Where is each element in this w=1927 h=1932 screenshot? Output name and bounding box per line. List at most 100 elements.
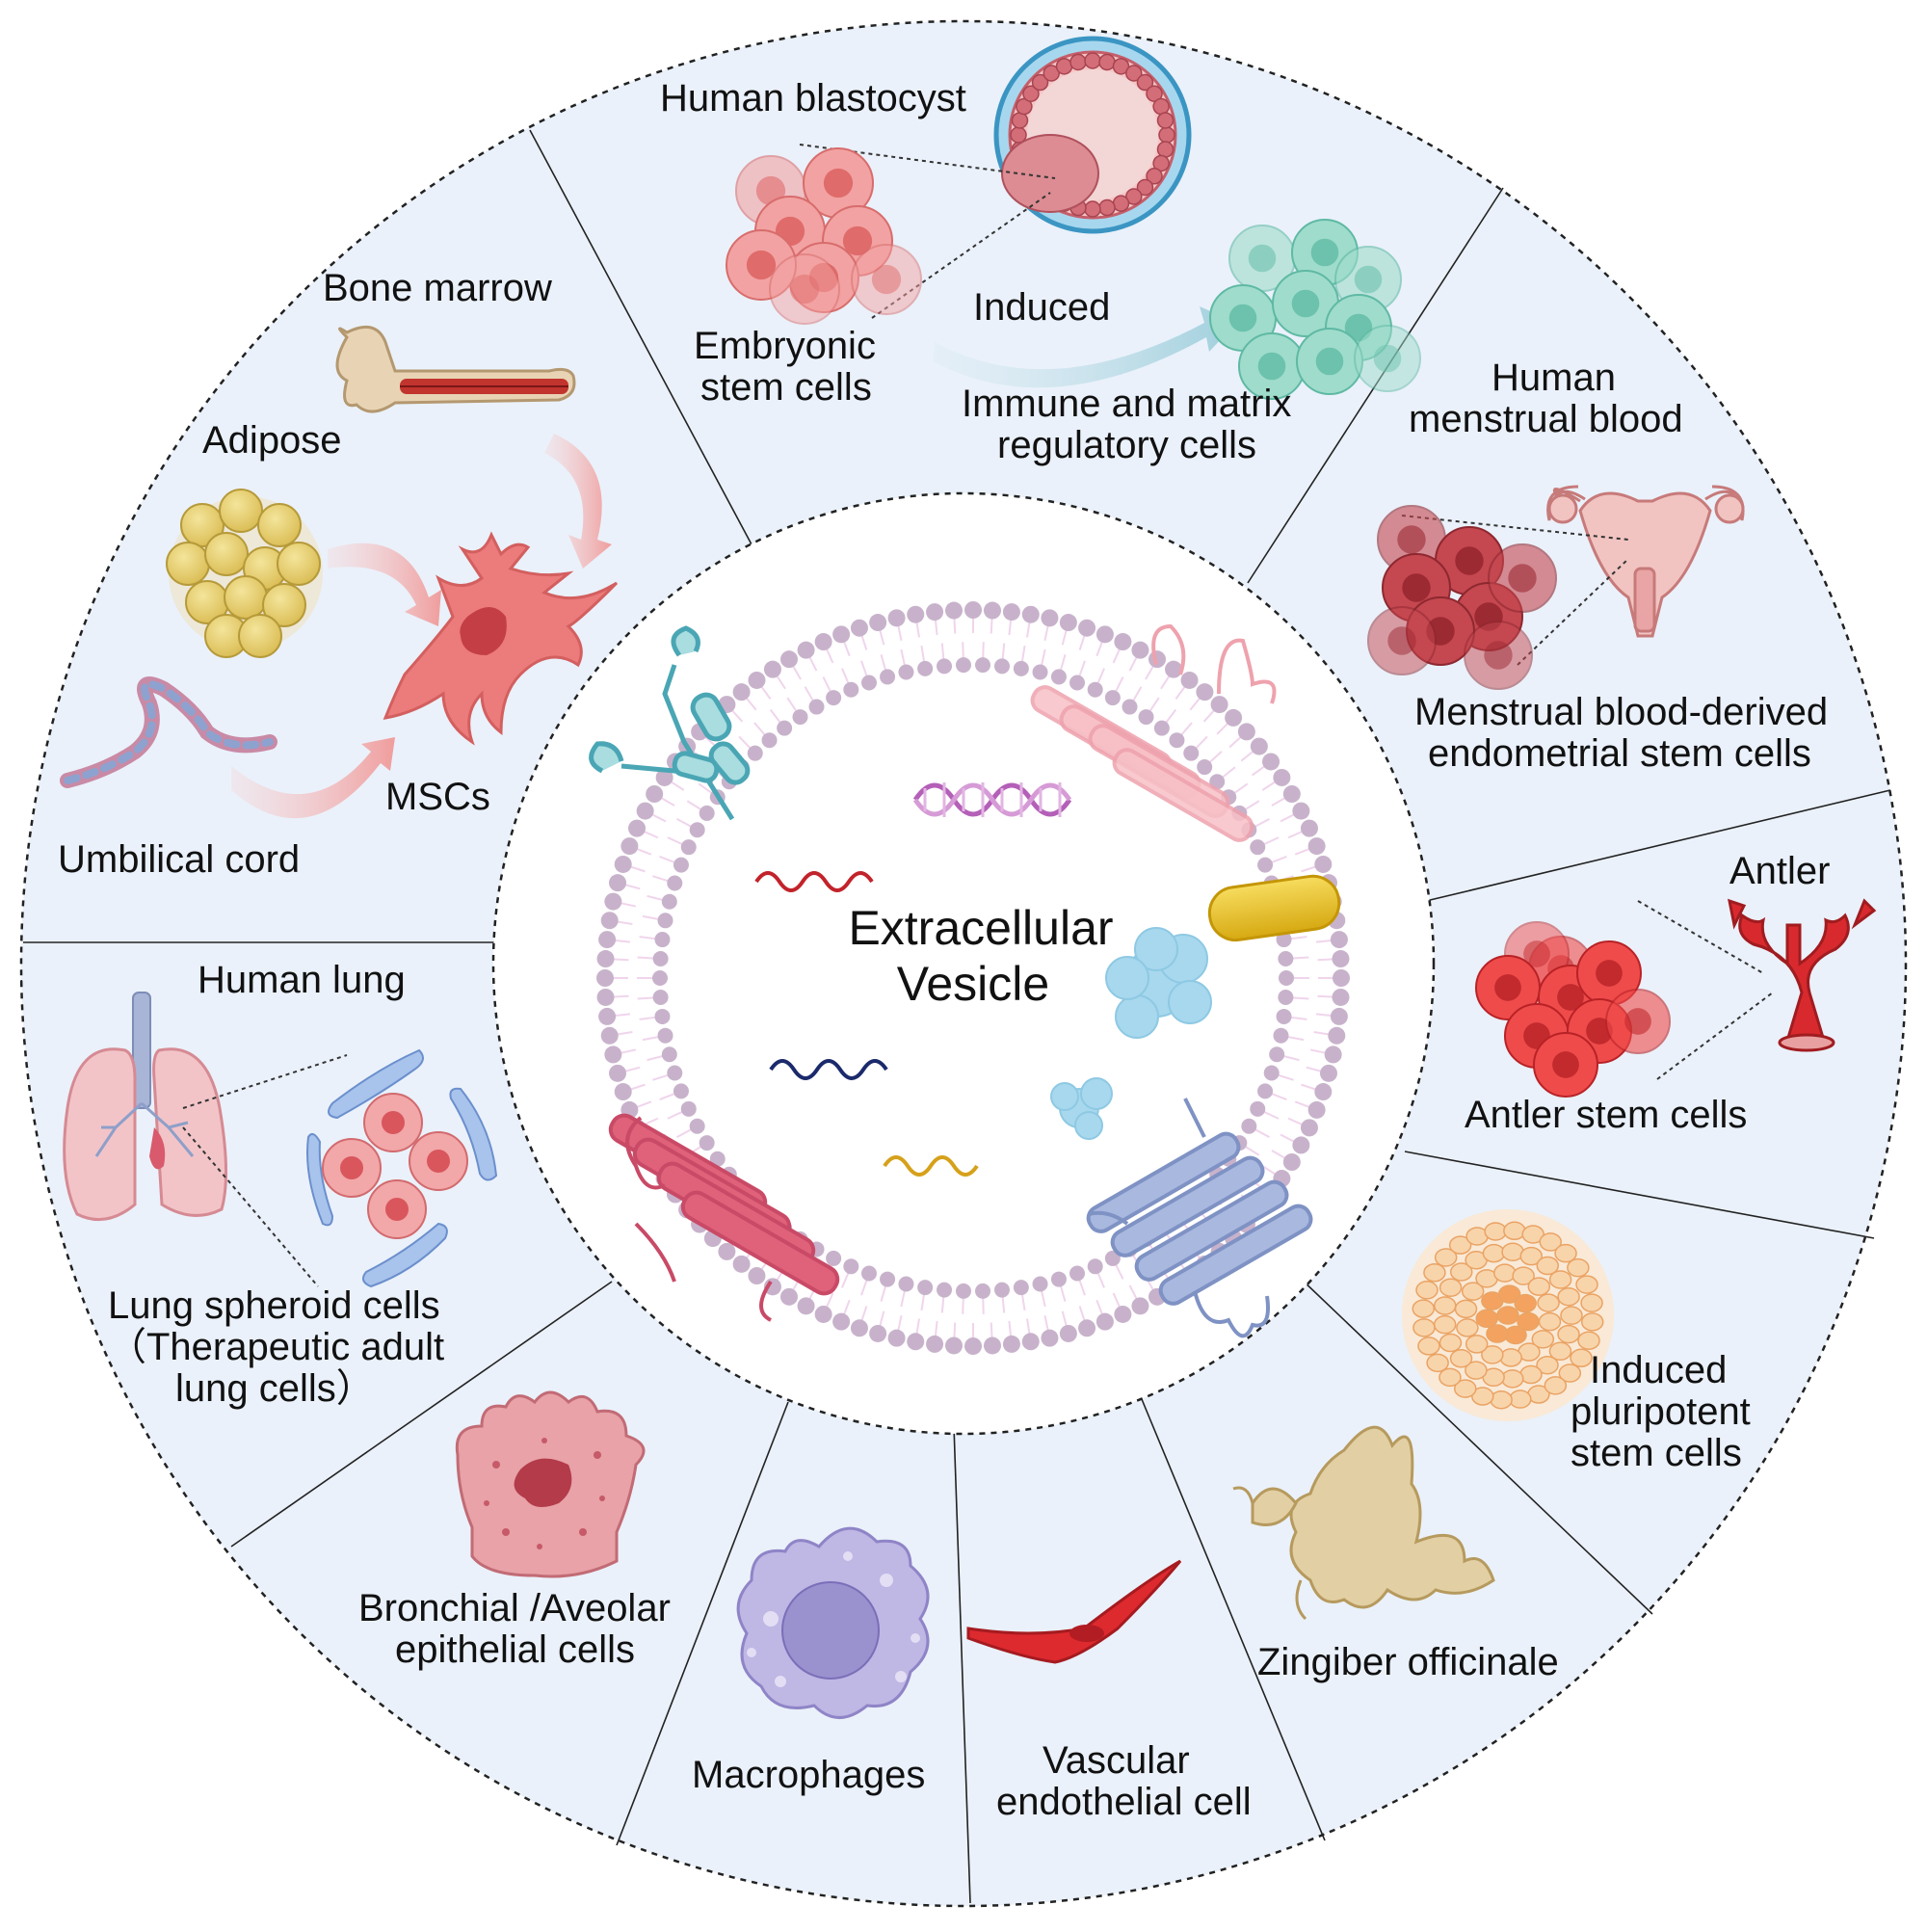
lipid-head bbox=[880, 1271, 896, 1287]
lipid-head bbox=[1059, 614, 1077, 632]
ipsc-cell bbox=[1577, 1331, 1600, 1350]
lipid-head bbox=[655, 768, 673, 786]
label-menstrual-cells-2: endometrial stem cells bbox=[1428, 732, 1811, 775]
ipsc-cell bbox=[1465, 1335, 1489, 1354]
ipsc-cell bbox=[1557, 1324, 1580, 1344]
cell-nucleus bbox=[1373, 344, 1402, 373]
lipid-head bbox=[964, 1337, 982, 1355]
blastocyst-cell bbox=[1112, 58, 1130, 75]
label-immune-1: Immune and matrix bbox=[962, 383, 1291, 425]
embryonic-cell-cluster-icon bbox=[726, 147, 922, 325]
cell-nucleus bbox=[1596, 960, 1623, 987]
leader-line bbox=[1517, 558, 1629, 666]
lipid-head bbox=[993, 1282, 1010, 1298]
lipid-head bbox=[609, 1064, 627, 1082]
lipid-head bbox=[667, 1065, 683, 1081]
blastocyst-cell bbox=[1011, 112, 1029, 129]
yellow-capsule-icon bbox=[1207, 874, 1341, 942]
lipid-head bbox=[1013, 660, 1029, 676]
lipid-head bbox=[975, 657, 991, 674]
lipid-head bbox=[1021, 1333, 1040, 1351]
lipid-head bbox=[1300, 819, 1318, 837]
label-antler-cells: Antler stem cells bbox=[1465, 1094, 1747, 1136]
lipid-head bbox=[657, 1027, 673, 1044]
antler-icon bbox=[1728, 898, 1877, 1052]
cell-nucleus bbox=[1484, 641, 1513, 670]
lipid-head bbox=[1078, 619, 1096, 637]
label-lung-cells-1: Lung spheroid cells bbox=[108, 1284, 440, 1327]
lipid-head bbox=[955, 1283, 971, 1299]
blastocyst-cell bbox=[1098, 198, 1116, 217]
lipid-head bbox=[600, 1026, 619, 1045]
lipid-head bbox=[832, 625, 851, 644]
cell-nucleus bbox=[1248, 244, 1277, 273]
cell-nucleus bbox=[1624, 1008, 1651, 1035]
blastocyst-cell bbox=[1146, 168, 1163, 185]
lipid-head bbox=[732, 683, 751, 701]
lipid-head bbox=[993, 658, 1010, 675]
lipid-head bbox=[898, 664, 914, 680]
lipid-head bbox=[926, 1335, 944, 1353]
lipid-head bbox=[600, 912, 619, 930]
lipid-head bbox=[598, 1007, 617, 1025]
ipsc-cell bbox=[1509, 1389, 1532, 1409]
lipid-head bbox=[1276, 932, 1292, 948]
lipid-head bbox=[926, 603, 944, 622]
lipid-head bbox=[797, 641, 815, 659]
ipsc-cell bbox=[1503, 1221, 1526, 1241]
lipid-head bbox=[763, 660, 781, 678]
label-mscs: MSCs bbox=[385, 776, 490, 818]
lipid-head bbox=[945, 1337, 964, 1355]
lipid-head bbox=[1087, 1258, 1103, 1275]
ipsc-cell bbox=[1415, 1281, 1439, 1300]
lipid-head bbox=[748, 1267, 766, 1285]
cell-nucleus bbox=[1315, 347, 1344, 376]
ipsc-cell bbox=[1544, 1376, 1568, 1395]
blastocyst-cell bbox=[1084, 200, 1101, 218]
fat-cell bbox=[238, 614, 282, 658]
arrow-bone-to-msc bbox=[544, 434, 612, 569]
label-menstrual-cells-1: Menstrual blood-derived bbox=[1414, 691, 1828, 733]
lipid-head bbox=[1307, 1100, 1326, 1119]
blastocyst-cell bbox=[1156, 141, 1175, 158]
lipid-head bbox=[680, 1100, 697, 1117]
antler-cell-cluster-icon bbox=[1475, 921, 1671, 1098]
ipsc-cell bbox=[1484, 1222, 1507, 1241]
adipose-cluster-icon bbox=[166, 489, 323, 658]
ipsc-cell bbox=[1557, 1286, 1580, 1307]
lipid-head bbox=[1292, 802, 1310, 820]
protein-blob-small-icon bbox=[1050, 1077, 1113, 1140]
blastocyst-icon bbox=[993, 36, 1192, 234]
lungs-icon bbox=[63, 992, 228, 1222]
lipid-head bbox=[907, 1333, 925, 1351]
label-macrophages: Macrophages bbox=[692, 1754, 925, 1796]
lipid-head bbox=[797, 1297, 815, 1315]
lipid-head bbox=[850, 619, 868, 637]
umbilical-cord-icon bbox=[60, 676, 277, 788]
blastocyst-cell bbox=[1158, 126, 1175, 144]
lipid-head bbox=[1059, 1324, 1077, 1342]
lipid-head bbox=[1013, 1280, 1029, 1296]
lipid-head bbox=[1095, 625, 1114, 644]
lipid-head bbox=[1257, 857, 1274, 873]
lipid-head bbox=[814, 1305, 832, 1323]
outer-ring-border bbox=[19, 19, 1908, 1908]
lipid-head bbox=[620, 837, 639, 856]
lipid-head bbox=[860, 675, 877, 691]
ipsc-cell bbox=[1531, 1330, 1555, 1349]
cell-nucleus bbox=[1228, 304, 1257, 332]
cell-nucleus bbox=[823, 168, 854, 198]
outer-lipid-heads bbox=[596, 601, 1350, 1355]
lipid-head bbox=[1197, 759, 1213, 776]
lipid-head bbox=[1250, 1100, 1266, 1117]
lipid-head bbox=[614, 855, 632, 873]
fat-cell bbox=[219, 489, 263, 533]
lipid-head bbox=[1279, 970, 1294, 986]
ipsc-cell bbox=[1548, 1341, 1572, 1362]
blastocyst-cell bbox=[1125, 65, 1143, 82]
lipid-head bbox=[1148, 650, 1166, 669]
lipid-head bbox=[1078, 1319, 1096, 1337]
arrow-adipose-to-msc bbox=[328, 543, 441, 626]
lipid-head bbox=[1002, 1335, 1020, 1353]
cell-nucleus bbox=[746, 250, 777, 280]
